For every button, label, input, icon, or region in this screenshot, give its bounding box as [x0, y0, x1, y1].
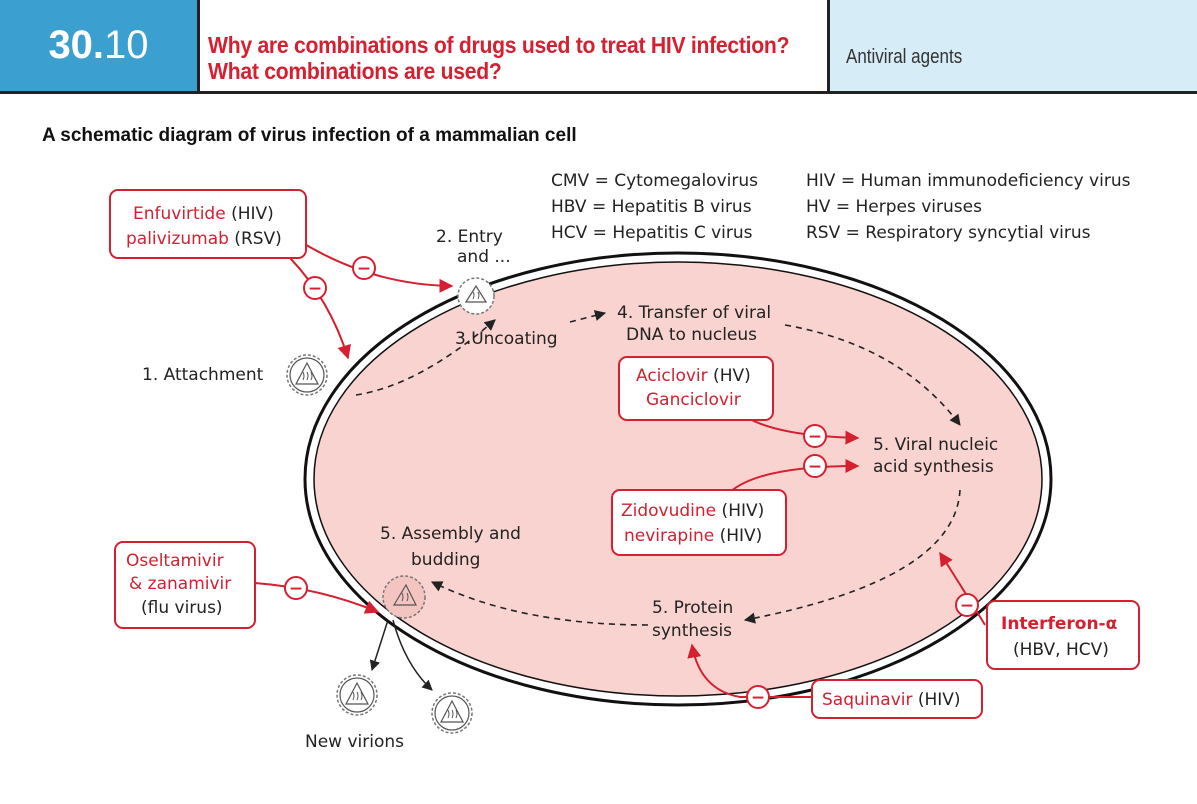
- drug-box-enfuvirtide: Enfuvirtide (HIV) palivizumab (RSV): [109, 189, 307, 259]
- step-entry-line2: and ...: [457, 247, 511, 267]
- legend-hcv: HCV = Hepatitis C virus: [551, 223, 753, 243]
- path-to-protein-arrow: [743, 489, 961, 624]
- drug-zanamivir: & zanamivir: [129, 574, 231, 594]
- virus-budding-icon: [382, 575, 426, 619]
- new-virion-2-icon: [431, 692, 473, 734]
- aciclovir-arrow: [747, 417, 860, 445]
- target-nevirapine: (HIV): [714, 526, 762, 546]
- target-interferon: (HBV, HCV): [1013, 640, 1109, 660]
- legend-hbv: HBV = Hepatitis B virus: [551, 197, 752, 217]
- drug-zidovudine: Zidovudine: [621, 501, 716, 521]
- target-zidovudine: (HIV): [716, 501, 764, 521]
- release-arrow-1: [369, 619, 389, 672]
- legend-hv: HV = Herpes viruses: [806, 197, 982, 217]
- inhibit-mark-attachment: −: [308, 279, 322, 299]
- step-assembly-line1: 5. Assembly and: [380, 524, 521, 544]
- oseltamivir-arrow: [254, 582, 380, 614]
- inhibit-symbol-icon: −: [955, 593, 979, 617]
- step-protein-line1: 5. Protein: [652, 598, 733, 618]
- path-uncoating-arrow: [355, 319, 496, 396]
- drug-box-zidovudine: Zidovudine (HIV) nevirapine (HIV): [611, 489, 787, 556]
- zidovudine-arrow: [729, 459, 860, 493]
- step-transfer-line1: 4. Transfer of viral: [617, 303, 771, 323]
- inhibit-mark-oseltamivir: −: [289, 579, 303, 599]
- drug-enfuvirtide: Enfuvirtide: [133, 204, 226, 224]
- inhibit-mark-saquinavir: −: [751, 688, 765, 708]
- new-virion-1-icon: [336, 674, 378, 716]
- drug-aciclovir: Aciclovir: [636, 366, 708, 386]
- inhibit-symbol-icon: −: [803, 424, 827, 448]
- inhibit-symbol-icon: −: [352, 256, 376, 280]
- legend-rsv: RSV = Respiratory syncytial virus: [806, 223, 1091, 243]
- step-entry-line1: 2. Entry: [436, 227, 503, 247]
- target-aciclovir: (HV): [708, 366, 751, 386]
- cell-cytoplasm: [313, 261, 1043, 697]
- drug-interferon: Interferon-α: [1001, 614, 1117, 634]
- drug-palivizumab: palivizumab: [126, 229, 229, 249]
- drug-saquinavir: Saquinavir: [822, 690, 912, 710]
- step-transfer-line2: DNA to nucleus: [626, 325, 757, 345]
- drug-oseltamivir: Oseltamivir: [126, 551, 224, 571]
- path-to-nucleic-arrow: [784, 324, 961, 426]
- enfuvirtide-attachment-arrow: [289, 257, 351, 360]
- legend-cmv: CMV = Cytomegalovirus: [551, 171, 758, 191]
- inhibit-symbol-icon: −: [284, 576, 308, 600]
- drug-box-aciclovir: Aciclovir (HV) Ganciclovir: [618, 356, 774, 421]
- drug-box-interferon: Interferon-α (HBV, HCV): [986, 600, 1140, 670]
- diagram-subtitle: A schematic diagram of virus infection o…: [42, 125, 577, 146]
- section-number-box: 30.10: [0, 0, 200, 91]
- drug-box-saquinavir: Saquinavir (HIV): [811, 679, 983, 719]
- section-number-minor: 10: [104, 23, 149, 67]
- svg-text:palivizumab (RSV): palivizumab (RSV): [126, 229, 282, 249]
- page-header: 30.10 Why are combinations of drugs used…: [0, 0, 1197, 94]
- drug-box-oseltamivir: Oseltamivir & zanamivir (flu virus): [114, 541, 256, 629]
- inhibit-symbol-icon: −: [746, 685, 770, 709]
- target-saquinavir: (HIV): [912, 690, 960, 710]
- step-nucleic-line1: 5. Viral nucleic: [873, 435, 998, 455]
- inhibit-mark-aciclovir: −: [808, 427, 822, 447]
- target-flu: (flu virus): [141, 598, 223, 618]
- section-tag-box: Antiviral agents: [830, 0, 1197, 91]
- step-attachment: 1. Attachment: [142, 365, 264, 385]
- virus-attachment-icon: [286, 354, 328, 396]
- saquinavir-arrow: [687, 643, 812, 698]
- svg-text:Saquinavir (HIV): Saquinavir (HIV): [822, 690, 961, 710]
- section-tag: Antiviral agents: [846, 46, 963, 68]
- target-palivizumab: (RSV): [229, 229, 282, 249]
- inhibit-mark-interferon: −: [960, 596, 974, 616]
- title-line-2: What combinations are used?: [208, 58, 502, 84]
- target-enfuvirtide: (HIV): [226, 204, 274, 224]
- virus-entry-icon: [457, 277, 495, 315]
- step-assembly-line2: budding: [411, 550, 480, 570]
- svg-text:Enfuvirtide (HIV): Enfuvirtide (HIV): [133, 204, 274, 224]
- svg-text:nevirapine (HIV): nevirapine (HIV): [624, 526, 762, 546]
- section-number-major: 30.: [48, 23, 105, 67]
- title-line-1: Why are combinations of drugs used to tr…: [208, 32, 790, 58]
- inhibit-mark-entry: −: [357, 259, 371, 279]
- step-uncoating: 3.Uncoating: [455, 329, 558, 349]
- new-virions-label: New virions: [305, 732, 404, 752]
- inhibit-symbol-icon: −: [303, 276, 327, 300]
- drug-ganciclovir: Ganciclovir: [646, 390, 741, 410]
- release-arrow-2: [392, 619, 433, 691]
- inhibit-mark-zidovudine: −: [808, 457, 822, 477]
- title-box: Why are combinations of drugs used to tr…: [200, 0, 830, 91]
- legend-hiv: HIV = Human immunodeficiency virus: [806, 171, 1131, 191]
- inhibit-symbol-icon: −: [803, 454, 827, 478]
- step-protein-line2: synthesis: [652, 621, 732, 641]
- svg-text:Zidovudine (HIV): Zidovudine (HIV): [621, 501, 764, 521]
- drug-nevirapine: nevirapine: [624, 526, 714, 546]
- svg-text:Aciclovir (HV): Aciclovir (HV): [636, 366, 751, 386]
- step-nucleic-line2: acid synthesis: [873, 457, 994, 477]
- cell-outer-membrane: [303, 251, 1053, 707]
